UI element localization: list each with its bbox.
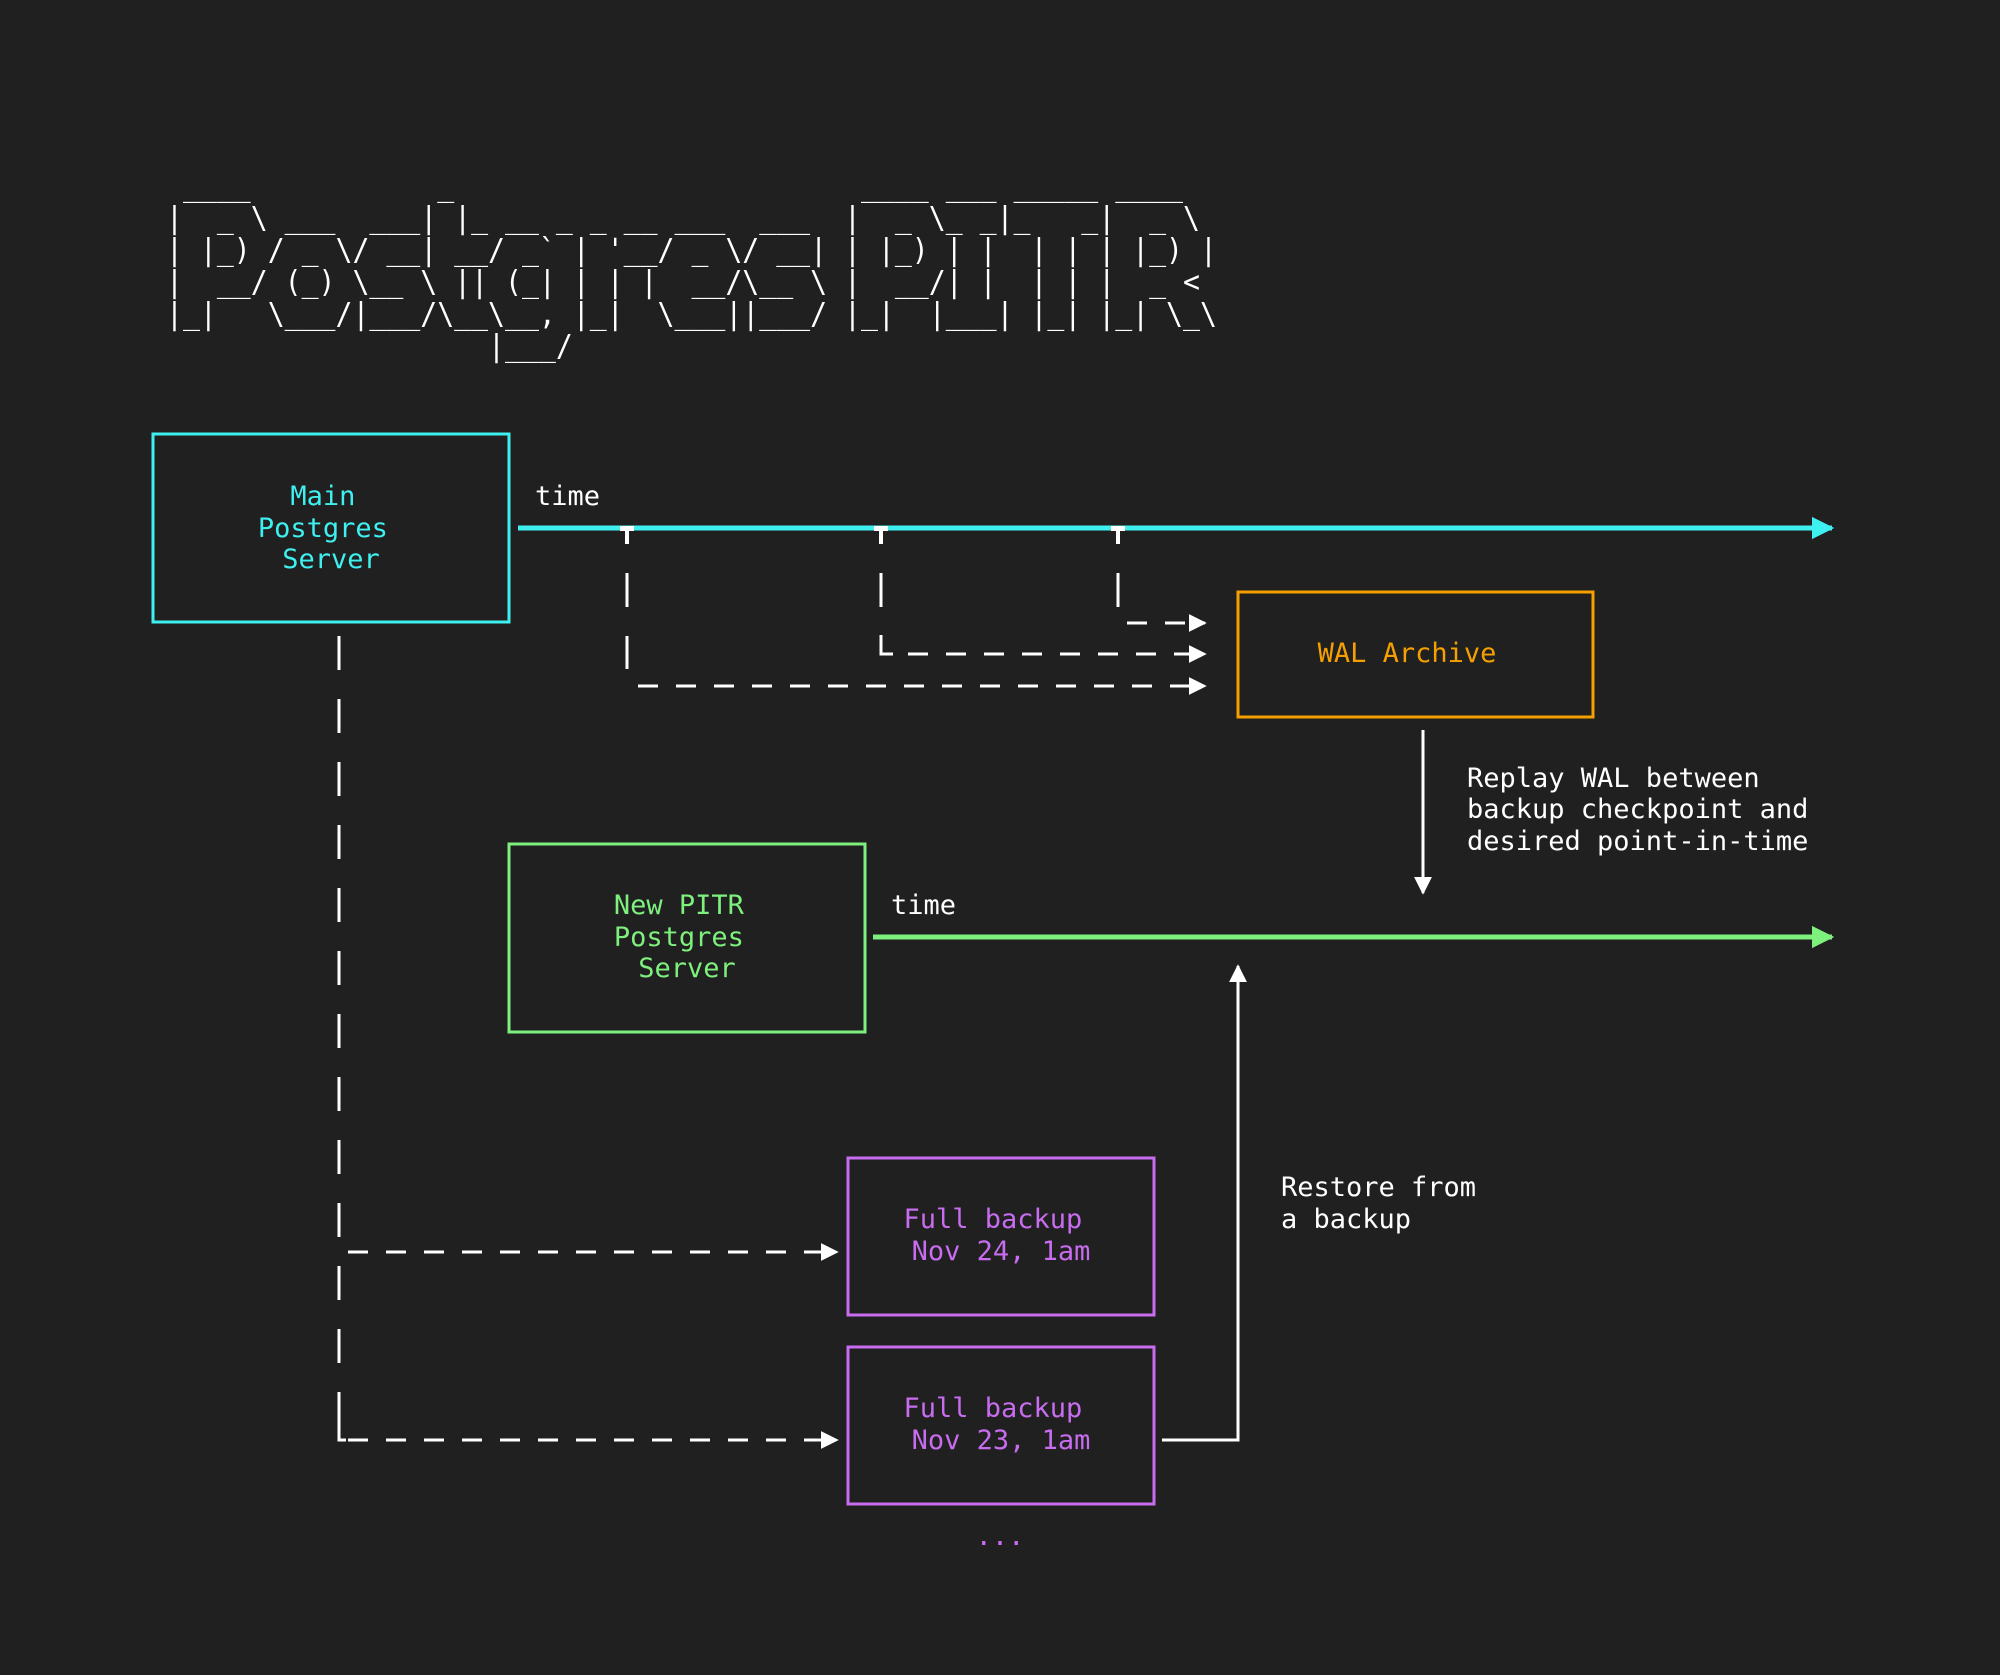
backup-corner [337, 1420, 346, 1442]
ascii-title-line: | _ \ ___ ___| |_ __ _ _ __ ___ ___ | _ … [166, 201, 1217, 236]
wal-archive-box [1236, 590, 1595, 719]
ascii-title-line: |_| \___/|___/\__\__, |_| \___||___/ |_|… [166, 297, 1217, 332]
replay-annotation: Replay WAL between backup checkpoint and… [1467, 763, 1825, 857]
more-backups-ellipsis: ... [976, 1521, 1025, 1552]
replay-wal-arrow: Replay WAL between backup checkpoint and… [1414, 730, 1825, 895]
wal-shipping-arrows [625, 573, 1207, 695]
main-timeline-label: time [535, 481, 600, 512]
wal-connector [879, 635, 893, 656]
pitr-timeline-label: time [891, 890, 956, 921]
ascii-title: ____ _ ____ ___ _____ ____ | _ \ ___ ___… [166, 169, 1234, 364]
backup-node: Full backup Nov 23, 1am [846, 1345, 1156, 1506]
ascii-title-line: |___/ [166, 329, 1234, 364]
backup-flow [337, 636, 839, 1449]
pitr-timeline: time [873, 890, 1835, 949]
pitr-server-box [507, 842, 867, 1034]
main-timeline-tick [1111, 526, 1125, 544]
backup-label: Full backup Nov 24, 1am [903, 1204, 1098, 1267]
main-server-label: Main Postgres Server [258, 481, 404, 575]
pitr-server-node: New PITR Postgres Server [507, 842, 867, 1034]
backup-label: Full backup Nov 23, 1am [903, 1393, 1098, 1456]
restore-arrow-line [1162, 964, 1247, 1442]
ascii-title-line: | |_) / _ \/ __| __/ _` | '__/ _ \/ __| … [166, 233, 1217, 268]
main-timeline: time [518, 481, 1835, 544]
backup-box [846, 1156, 1156, 1317]
pitr-server-label: New PITR Postgres Server [614, 890, 760, 984]
wal-archive-node: WAL Archive [1236, 590, 1595, 719]
ascii-title-line: ____ _ ____ ___ _____ ____ [166, 169, 1217, 204]
backup-box [846, 1345, 1156, 1506]
restore-annotation: Restore from a backup [1281, 1172, 1492, 1235]
main-timeline-tick [620, 526, 634, 544]
restore-arrow: Restore from a backup [1162, 964, 1492, 1442]
wal-archive-label: WAL Archive [1318, 638, 1497, 669]
main-timeline-tick [874, 526, 888, 544]
ascii-title-line: | __/ (_) \__ \ || (_| | | | __/\__ \ | … [166, 265, 1217, 300]
main-server-box [151, 432, 511, 624]
main-server-node: Main Postgres Server [151, 432, 511, 624]
backup-node: Full backup Nov 24, 1am [846, 1156, 1156, 1317]
